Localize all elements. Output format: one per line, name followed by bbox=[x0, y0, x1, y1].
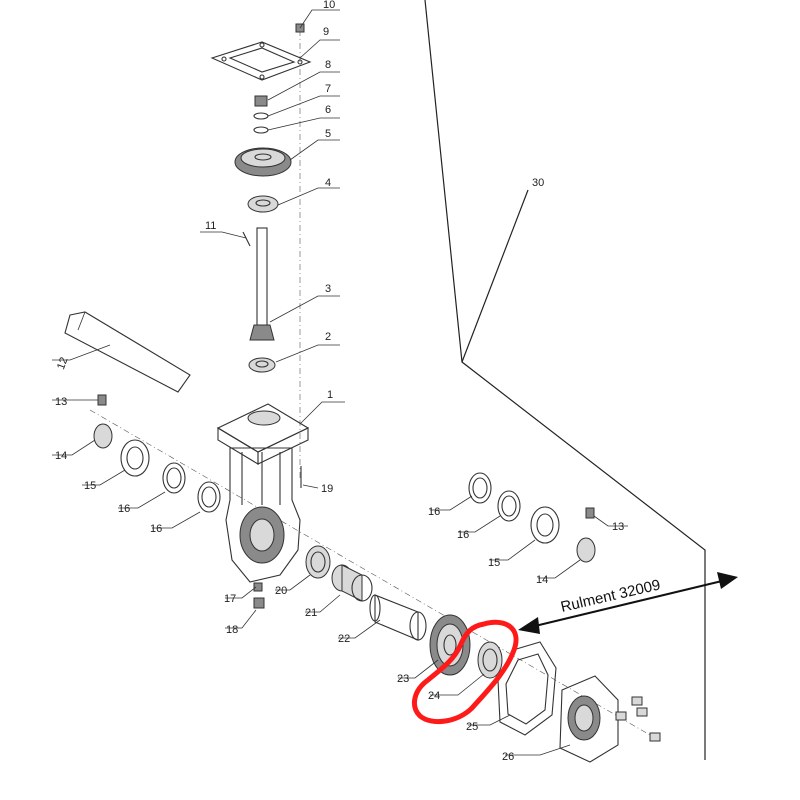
label-2: 2 bbox=[325, 331, 331, 343]
label-17: 17 bbox=[224, 593, 236, 605]
label-19: 19 bbox=[321, 483, 333, 495]
label-14-right: 14 bbox=[536, 574, 548, 586]
label-23: 23 bbox=[397, 673, 409, 685]
part-5-bevel-gear bbox=[234, 147, 292, 177]
part-9-cover-plate bbox=[210, 41, 312, 81]
label-8: 8 bbox=[325, 59, 331, 71]
part-12-drive-shaft bbox=[64, 311, 191, 393]
label-22: 22 bbox=[338, 633, 350, 645]
label-6: 6 bbox=[325, 104, 331, 116]
label-30: 30 bbox=[532, 177, 544, 189]
label-16-right-a: 16 bbox=[428, 506, 440, 518]
arrow-head-right bbox=[717, 572, 738, 589]
label-13-left: 13 bbox=[55, 396, 67, 408]
part-16-seal-left-b bbox=[197, 481, 221, 513]
highlight-circle bbox=[411, 619, 519, 725]
annotation-label: Rulment 32009 bbox=[559, 576, 662, 615]
part-23-spur-gear bbox=[429, 614, 471, 676]
cover-bolts bbox=[615, 696, 661, 742]
label-11: 11 bbox=[205, 220, 216, 232]
label-13-right: 13 bbox=[612, 521, 624, 533]
arrow-head-left bbox=[518, 617, 540, 634]
label-10: 10 bbox=[323, 0, 335, 11]
part-6-washer bbox=[253, 126, 269, 134]
label-4: 4 bbox=[325, 177, 331, 189]
output-axis-line bbox=[89, 409, 651, 736]
label-16-left-a: 16 bbox=[118, 503, 130, 515]
label-5: 5 bbox=[325, 128, 331, 140]
label-18: 18 bbox=[226, 624, 238, 636]
part-26-end-cover bbox=[559, 675, 619, 763]
part-1-gearbox-housing bbox=[216, 403, 310, 583]
part-18-plug bbox=[253, 597, 265, 609]
label-20: 20 bbox=[275, 585, 287, 597]
part-16-seal-left-a bbox=[162, 462, 186, 494]
part-17-plug bbox=[253, 582, 263, 592]
part-20-bearing bbox=[305, 545, 331, 579]
label-7: 7 bbox=[325, 83, 331, 95]
part-15-ring-right bbox=[530, 506, 560, 544]
part-4-bearing bbox=[247, 195, 279, 213]
part-13-screw-left bbox=[97, 394, 107, 406]
label-14-left: 14 bbox=[55, 450, 67, 462]
label-15-right: 15 bbox=[488, 557, 500, 569]
label-9: 9 bbox=[323, 26, 329, 38]
part-16-seal-right-a bbox=[468, 472, 492, 504]
leader-lines bbox=[52, 9, 628, 756]
label-26: 26 bbox=[502, 751, 514, 763]
label-25: 25 bbox=[466, 721, 478, 733]
housing-outline bbox=[424, 0, 706, 760]
label-15-left: 15 bbox=[84, 480, 96, 492]
part-13-screw-right bbox=[585, 507, 595, 519]
label-21: 21 bbox=[305, 607, 317, 619]
part-11-key bbox=[242, 231, 251, 247]
label-16-right-b: 16 bbox=[457, 529, 469, 541]
part-25-gasket bbox=[497, 641, 557, 736]
part-8-nut bbox=[254, 95, 268, 107]
part-15-ring-left bbox=[120, 439, 150, 477]
label-1: 1 bbox=[327, 389, 333, 401]
part-labels: 10 9 8 7 6 5 4 11 3 2 1 19 12 13 14 15 1… bbox=[55, 0, 624, 763]
part-24-bearing bbox=[477, 641, 503, 679]
part-14-nut-right bbox=[576, 537, 596, 563]
part-7-washer bbox=[253, 112, 269, 120]
label-12: 12 bbox=[55, 356, 70, 372]
label-3: 3 bbox=[325, 283, 331, 295]
part-21-bushing bbox=[331, 564, 373, 602]
part-3-pinion-shaft bbox=[249, 227, 275, 341]
label-24: 24 bbox=[428, 690, 440, 702]
part-2-bearing bbox=[248, 357, 276, 373]
label-16-left-b: 16 bbox=[150, 523, 162, 535]
part-14-nut-left bbox=[93, 423, 113, 449]
part-16-seal-right-b bbox=[497, 490, 521, 522]
annotation-arrow bbox=[518, 572, 738, 634]
part-22-splined-sleeve bbox=[369, 594, 427, 641]
